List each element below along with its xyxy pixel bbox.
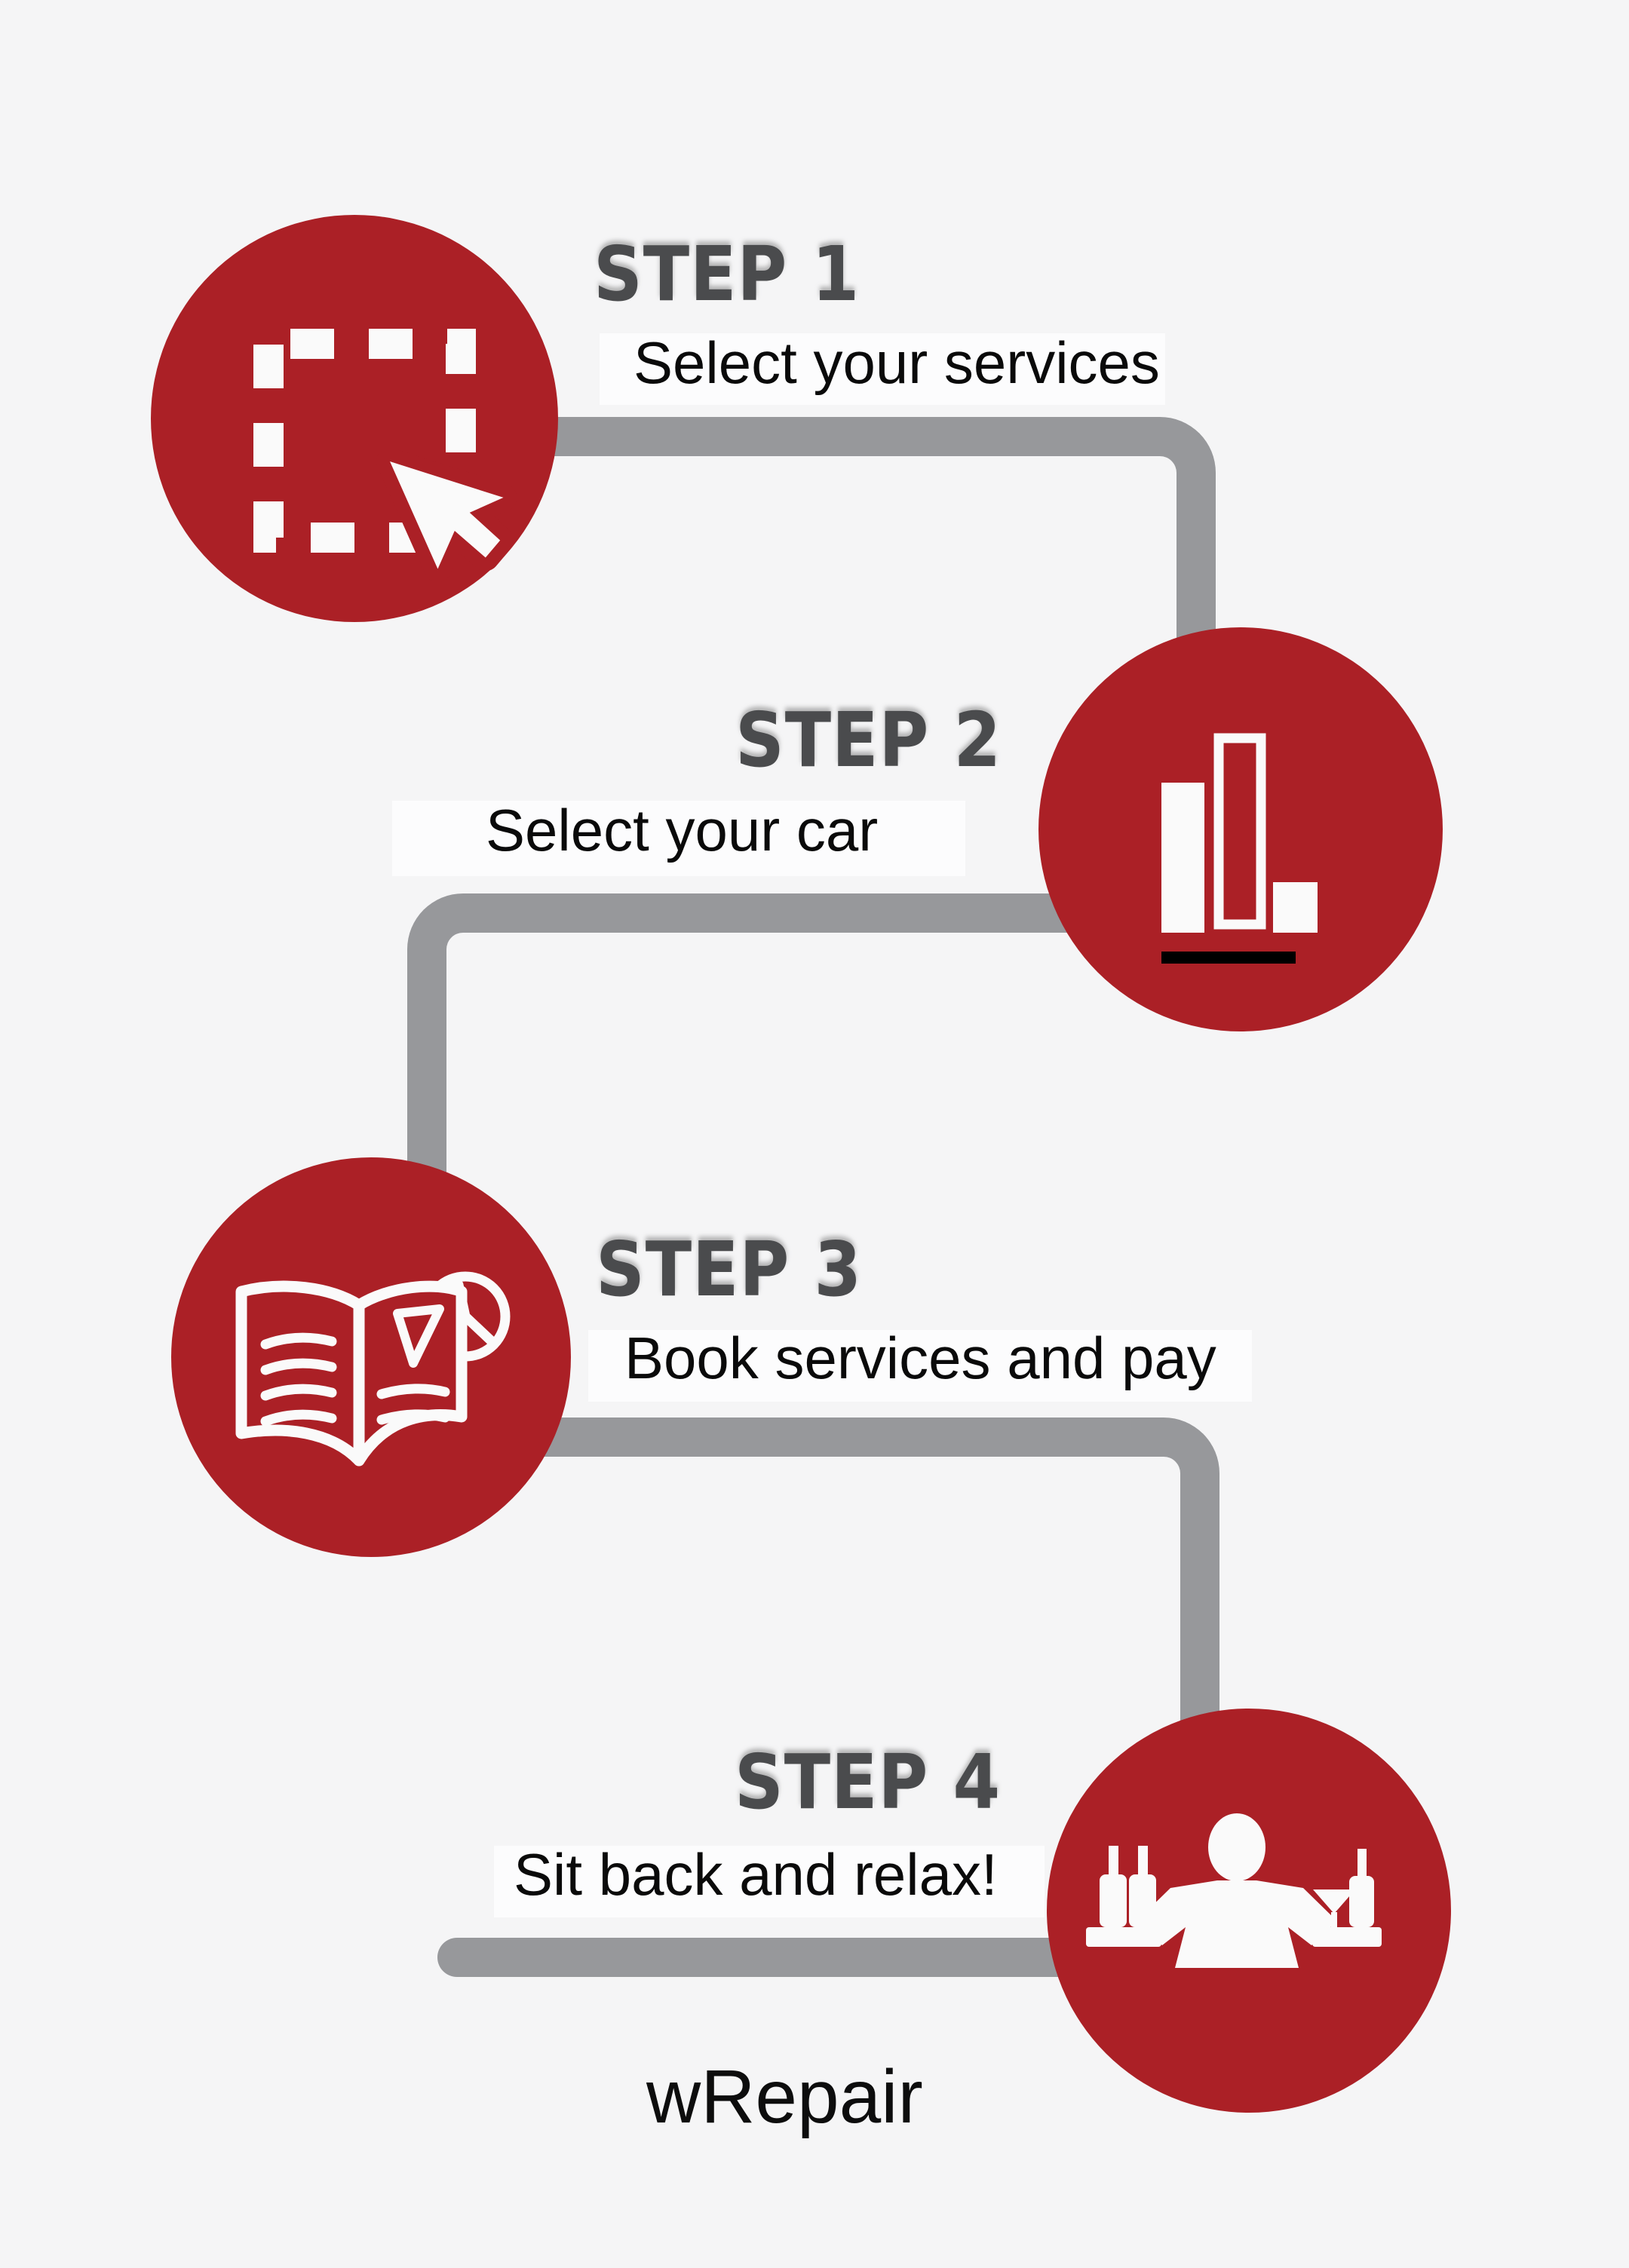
step-4-circle: [1047, 1709, 1451, 2113]
step-1-circle: [151, 215, 558, 622]
step-2-label: STEP 2: [735, 696, 1002, 784]
booking-schedule-icon: [235, 1271, 511, 1467]
step-3-label: STEP 3: [596, 1225, 863, 1313]
step-2-subtitle: Select your car: [486, 797, 879, 863]
footer-brand-label: wRepair: [646, 2055, 923, 2139]
bar-chart-icon: [1161, 733, 1318, 964]
step-4-label: STEP 4: [735, 1738, 1002, 1826]
subtitle-backdrop-1: [600, 333, 1165, 405]
subtitle-backdrop-2: [392, 801, 965, 876]
step-3-circle: [171, 1157, 571, 1557]
subtitle-backdrop-3: [588, 1330, 1252, 1402]
selection-cursor-icon: [253, 329, 517, 583]
bartender-icon: [1086, 1813, 1382, 1968]
step-3-subtitle: Book services and pay: [624, 1325, 1216, 1391]
step-4-subtitle: Sit back and relax!: [514, 1841, 998, 1908]
subtitle-backdrop-4: [494, 1846, 1045, 1917]
step-1-label: STEP 1: [594, 230, 861, 318]
step-2-circle: [1038, 627, 1443, 1031]
step-1-subtitle: Select your services: [634, 329, 1160, 396]
